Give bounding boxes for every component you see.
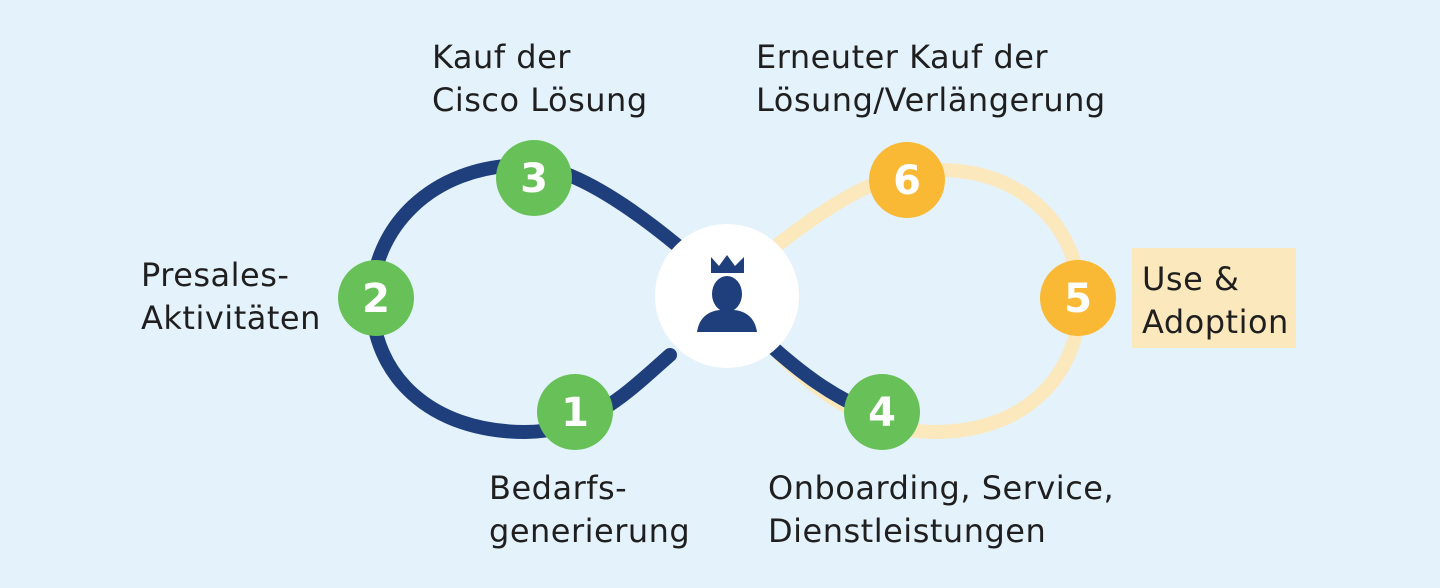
step-2-label-line-2: Aktivitäten	[141, 299, 321, 337]
step-1-label: Bedarfs- generierung	[489, 467, 690, 553]
step-6-label-line-1: Erneuter Kauf der	[756, 38, 1049, 76]
step-3-circle	[496, 140, 572, 216]
step-5-label-line-2: Adoption	[1142, 303, 1289, 341]
crowned-person-icon	[697, 255, 757, 332]
step-2-circle	[338, 260, 414, 336]
step-2-label-line-1: Presales-	[141, 256, 290, 294]
step-5-number: 5	[1064, 276, 1092, 322]
step-5-label-line-1: Use &	[1142, 260, 1240, 298]
step-3-number: 3	[520, 156, 548, 202]
step-5: 5	[1040, 260, 1116, 336]
step-3-label-line-1: Kauf der	[432, 38, 571, 76]
step-2: 2	[338, 260, 414, 336]
step-3: 3	[496, 140, 572, 216]
step-2-number: 2	[362, 276, 390, 322]
shoulders-shape	[697, 310, 757, 332]
step-3-label: Kauf der Cisco Lösung	[432, 36, 648, 122]
step-5-circle	[1040, 260, 1116, 336]
crown-shape	[711, 255, 744, 273]
step-1-label-line-1: Bedarfs-	[489, 469, 628, 507]
step-4-label: Onboarding, Service, Dienstleistungen	[768, 467, 1114, 553]
step-4-label-line-1: Onboarding, Service,	[768, 469, 1115, 507]
step-1-number: 1	[561, 390, 589, 436]
step-6-circle	[869, 142, 945, 218]
step-6-label: Erneuter Kauf der Lösung/Verlängerung	[756, 36, 1106, 122]
step-5-label-highlight-box: Use & Adoption	[1132, 248, 1296, 348]
head-shape	[712, 276, 742, 312]
step-6-label-line-2: Lösung/Verlängerung	[756, 81, 1106, 119]
step-4-circle	[844, 374, 920, 450]
step-6: 6	[869, 142, 945, 218]
step-4-label-line-2: Dienstleistungen	[768, 512, 1047, 550]
step-1-label-line-2: generierung	[489, 512, 691, 550]
step-3-label-line-2: Cisco Lösung	[432, 81, 648, 119]
step-1-circle	[537, 374, 613, 450]
step-6-number: 6	[893, 158, 921, 204]
step-2-label: Presales- Aktivitäten	[141, 254, 321, 340]
step-4: 4	[844, 374, 920, 450]
step-1: 1	[537, 374, 613, 450]
step-4-number: 4	[868, 390, 896, 436]
